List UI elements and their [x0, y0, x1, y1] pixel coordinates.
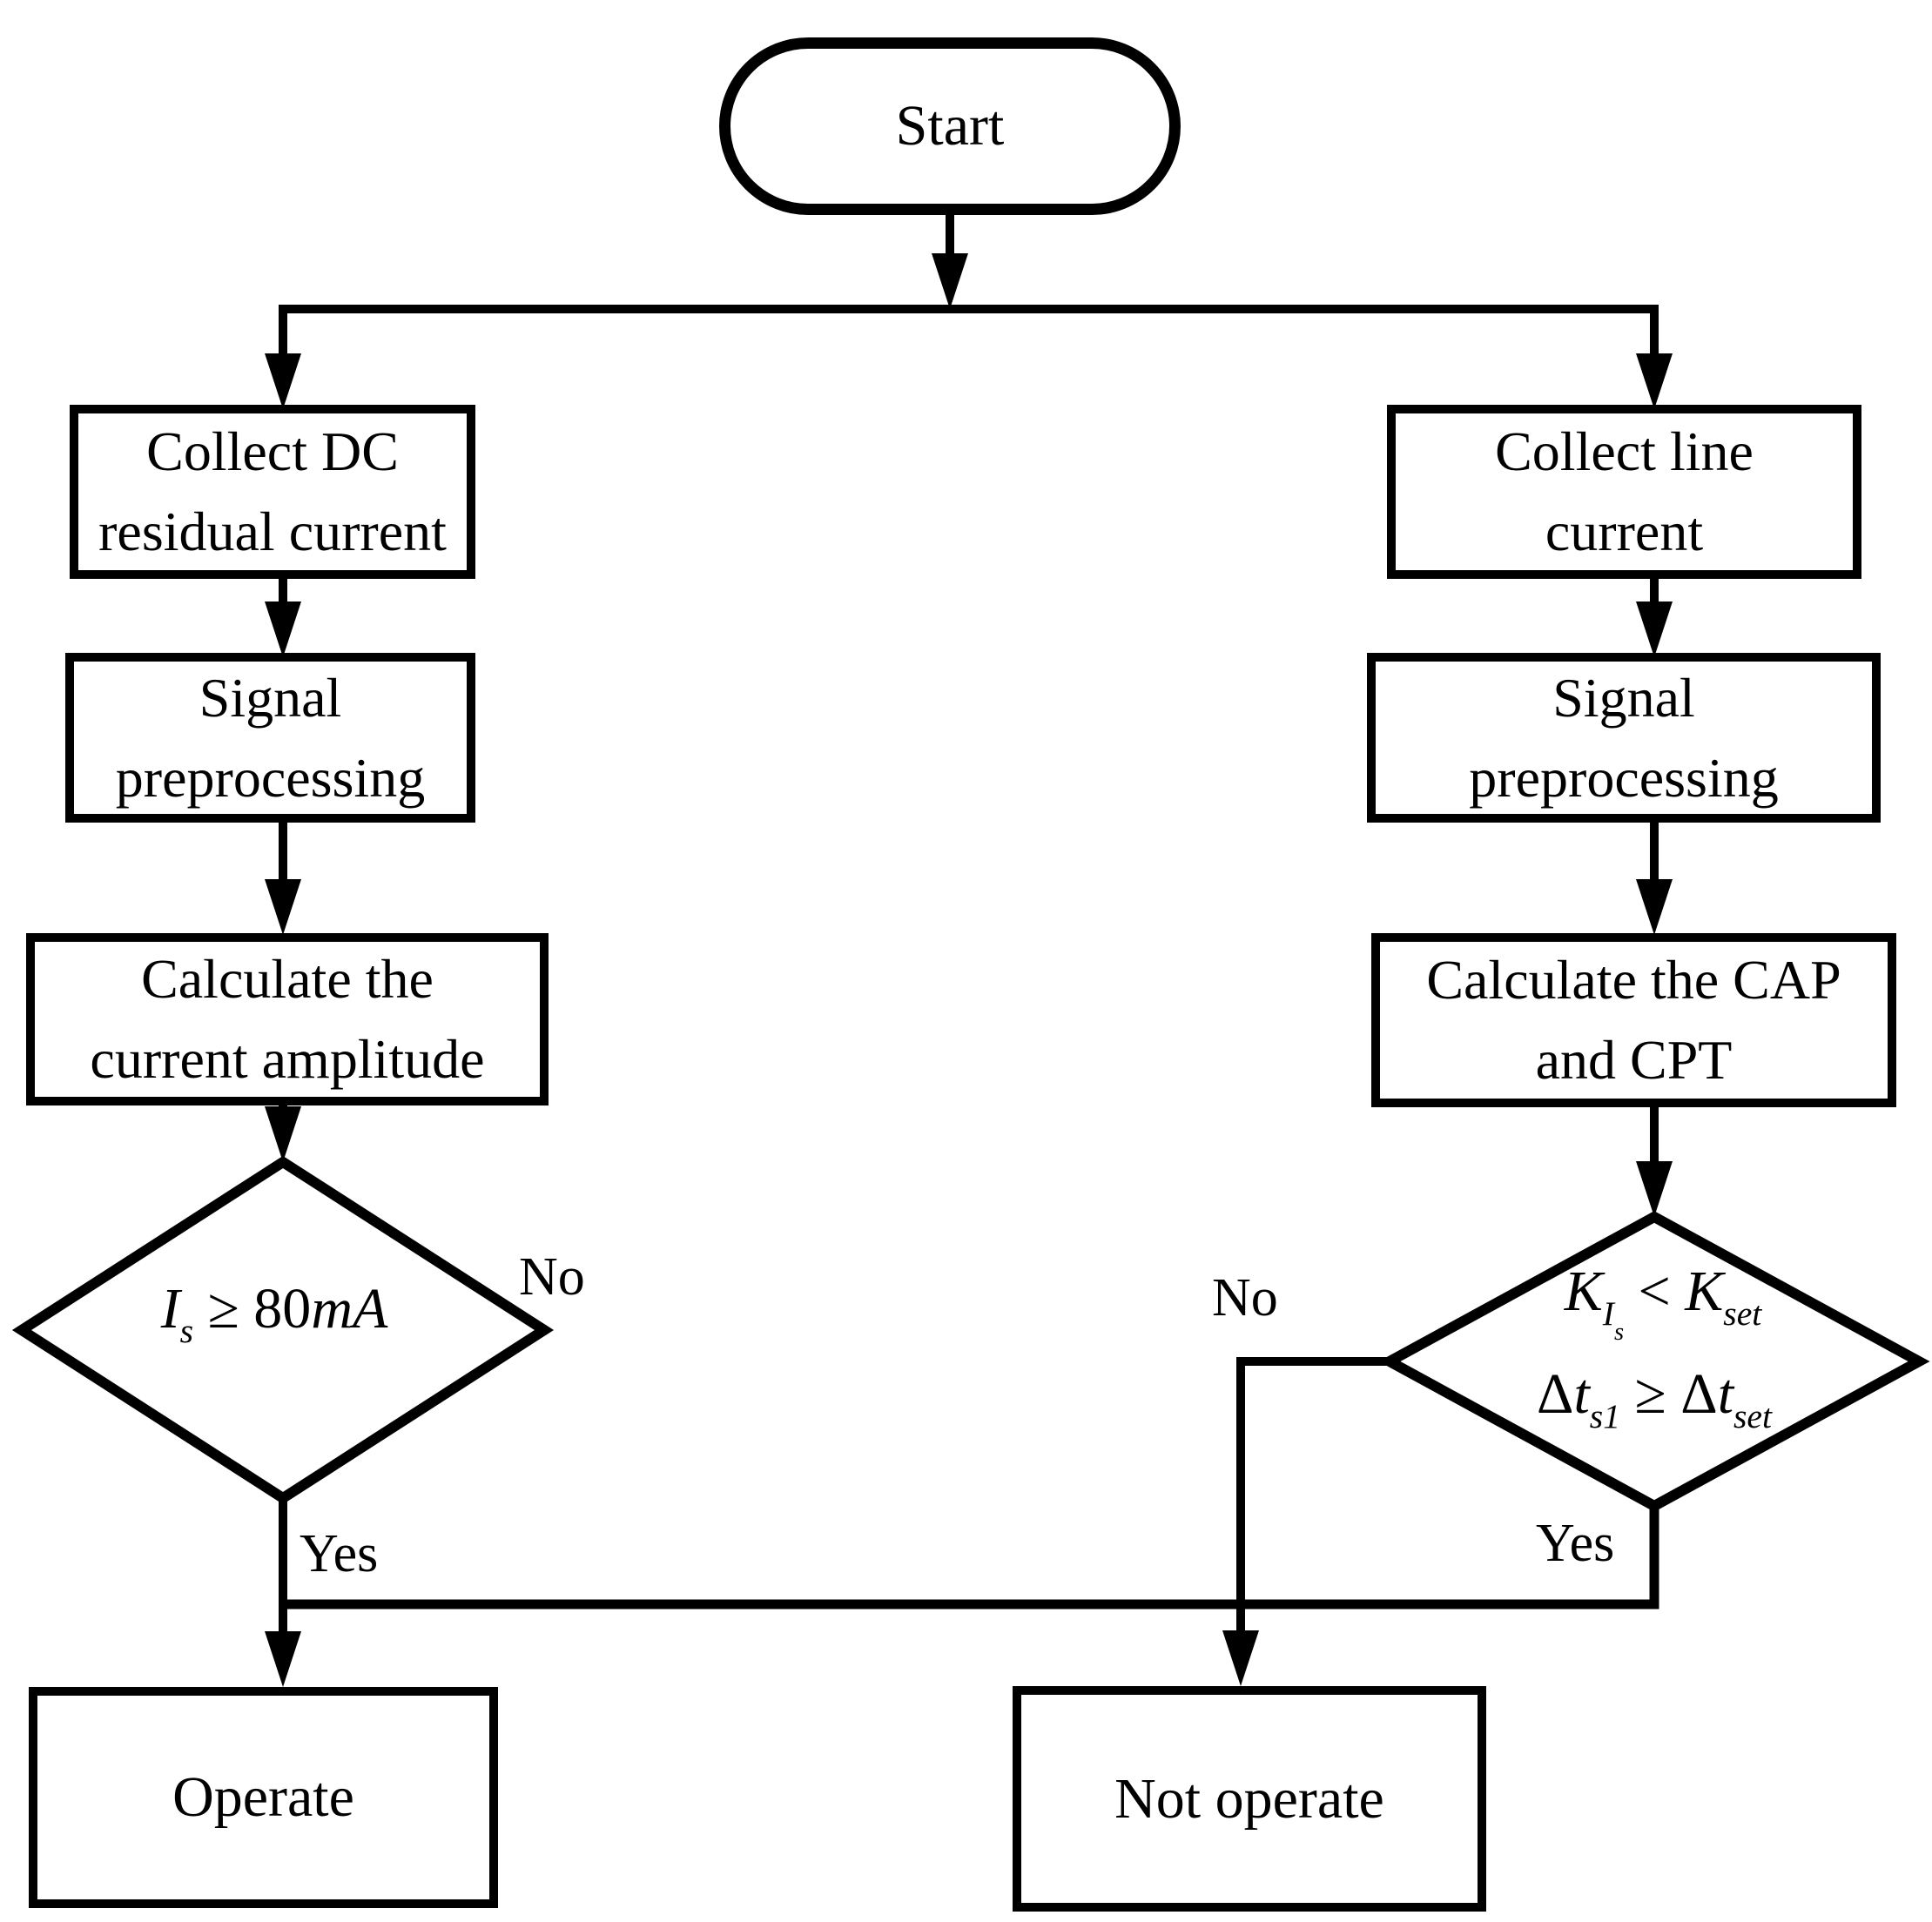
node-calc-cap-cpt: Calculate the CAP and CPT: [1371, 933, 1896, 1107]
node-signal-preprocessing-left: Signal preprocessing: [65, 653, 475, 823]
edge-label-right-no: No: [1212, 1268, 1278, 1327]
decision-right-delta2: Δ: [1680, 1362, 1718, 1426]
decision-left-operator: ≥ 80: [193, 1277, 312, 1341]
decision-right-shape: [1378, 1211, 1930, 1512]
node-signal-preprocessing-right: Signal preprocessing: [1367, 653, 1881, 823]
decision-right-t2-sub: set: [1733, 1396, 1772, 1435]
edge-label-right-yes: Yes: [1536, 1514, 1615, 1573]
decision-right-k1-sub-main: I: [1602, 1294, 1614, 1333]
node-start: Start: [719, 37, 1181, 215]
decision-right-k2-sub: set: [1723, 1294, 1762, 1333]
node-collect-line-line1: Collect line: [1495, 420, 1754, 482]
node-calc-cap-cpt-line1: Calculate the CAP: [1426, 949, 1841, 1011]
edge-label-left-no: No: [519, 1247, 585, 1307]
arrowhead-start: [932, 253, 968, 309]
node-collect-line-line2: current: [1545, 501, 1704, 562]
edge-label-left-yes: Yes: [300, 1524, 379, 1583]
decision-right-k2: K: [1685, 1260, 1724, 1323]
arrowhead-left-top: [265, 353, 301, 409]
arrowhead-left-2: [265, 879, 301, 935]
decision-right-t2: t: [1717, 1362, 1734, 1426]
arrowhead-right-3: [1636, 1161, 1673, 1217]
decision-left-shape: [11, 1155, 555, 1505]
node-signal-preprocessing-left-line2: preprocessing: [115, 746, 426, 809]
arrowhead-left-3: [265, 1106, 301, 1162]
node-collect-dc-line1: Collect DC: [146, 420, 399, 482]
arrowhead-operate: [265, 1631, 301, 1687]
edge-right-yes-rail: [283, 1506, 1659, 1610]
arrowhead-left-1: [265, 601, 301, 657]
edge-split-rail: [279, 305, 1659, 359]
arrowhead-not-operate: [1222, 1630, 1259, 1686]
node-collect-dc: Collect DC residual current: [70, 405, 475, 579]
decision-left-unit: mA: [311, 1277, 388, 1341]
decision-right-line2-operator: ≥: [1620, 1362, 1681, 1426]
node-signal-preprocessing-right-line1: Signal: [1552, 666, 1695, 729]
decision-left-symbol-sub: s: [179, 1311, 194, 1350]
node-not-operate-label: Not operate: [1114, 1766, 1384, 1831]
node-start-label: Start: [895, 94, 1005, 158]
decision-right-line1-operator: <: [1624, 1260, 1686, 1323]
arrowhead-right-2: [1636, 879, 1673, 935]
node-collect-line: Collect line current: [1387, 405, 1861, 579]
decision-right-t1: t: [1573, 1362, 1590, 1426]
node-calc-amplitude-line2: current amplitude: [90, 1028, 485, 1090]
node-operate: Operate: [29, 1687, 498, 1908]
node-collect-dc-line2: residual current: [98, 501, 447, 562]
decision-left-symbol: I: [160, 1277, 180, 1341]
node-signal-preprocessing-right-line2: preprocessing: [1469, 746, 1779, 809]
decision-right-delta1: Δ: [1537, 1362, 1574, 1426]
node-calc-cap-cpt-line2: and CPT: [1535, 1029, 1733, 1091]
decision-right-k1-sub: Is: [1603, 1282, 1624, 1357]
node-calc-amplitude: Calculate the current amplitude: [26, 933, 549, 1105]
node-operate-label: Operate: [172, 1765, 354, 1829]
decision-right-t1-sub: s1: [1589, 1396, 1620, 1435]
decision-right-k1-sub-sub: s: [1613, 1319, 1625, 1347]
arrowhead-right-top: [1636, 353, 1673, 409]
edge-right-no-path: [1236, 1357, 1390, 1636]
node-calc-amplitude-line1: Calculate the: [141, 948, 434, 1010]
node-not-operate: Not operate: [1013, 1686, 1486, 1912]
node-signal-preprocessing-left-line1: Signal: [199, 666, 342, 729]
decision-right-k1: K: [1564, 1260, 1603, 1323]
arrowhead-right-1: [1636, 601, 1673, 657]
